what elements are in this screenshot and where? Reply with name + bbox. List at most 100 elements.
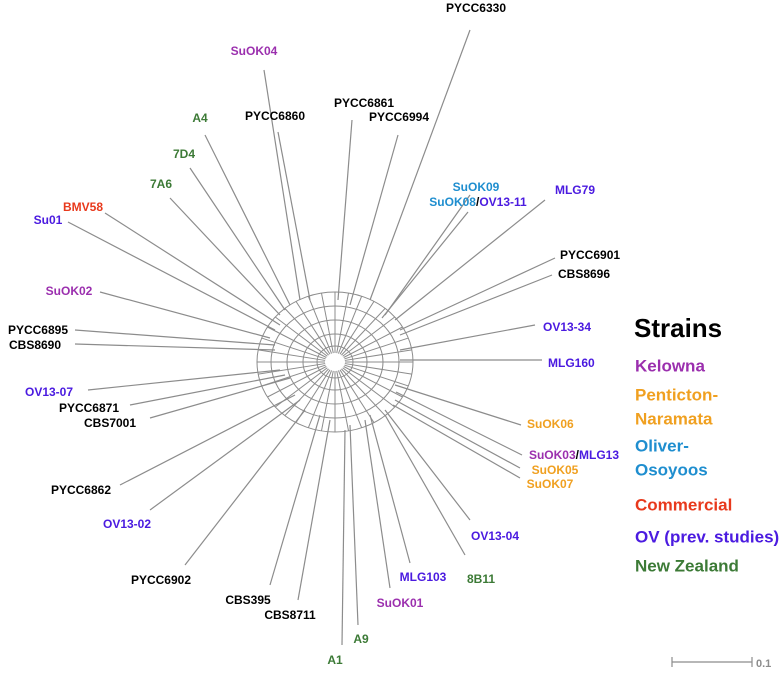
scale-bar: 0.1 [671, 657, 771, 670]
branch-pycc6901 [399, 257, 556, 331]
tip-label-pycc6901: PYCC6901 [560, 248, 620, 262]
network-split-9 [336, 370, 350, 432]
network-split-2 [344, 363, 412, 375]
branch-pycc6330 [369, 29, 471, 301]
network-split-3 [344, 364, 409, 387]
tip-label-suok08-ov13-11: SuOK08/OV13-11 [429, 195, 527, 209]
legend-item-osoyoos: Osoyoos [635, 460, 708, 479]
tip-label-8b11: 8B11 [467, 572, 495, 586]
legend-item-ov-prev-studies: OV (prev. studies) [635, 527, 779, 546]
legend-item-commercial: Commercial [635, 495, 732, 514]
tip-label-cbs8711: CBS8711 [264, 608, 316, 622]
tip-label-cbs8696: CBS8696 [558, 267, 610, 281]
tip-label-part: / [476, 195, 480, 209]
tip-label-cbs8690: CBS8690 [9, 338, 61, 352]
network-split-32 [341, 308, 386, 356]
branch-pycc6862 [119, 394, 296, 486]
tip-label-ov13-02: OV13-02 [103, 517, 151, 531]
network-split-24 [284, 308, 329, 356]
network-split-34 [343, 326, 403, 358]
tip-label-a4: A4 [192, 111, 208, 125]
network-split-6 [341, 368, 386, 416]
tip-label-mlg79: MLG79 [555, 183, 595, 197]
branch-ov13-07 [87, 369, 281, 391]
tip-label-pycc6902: PYCC6902 [131, 573, 191, 587]
tip-label-suok07: SuOK07 [527, 477, 574, 491]
branch-8b11 [384, 414, 466, 556]
branch-pycc6860 [277, 131, 311, 301]
tip-label-pycc6860: PYCC6860 [245, 109, 305, 123]
network-split-31 [339, 301, 375, 355]
branch-cbs395 [269, 414, 321, 586]
tip-label-7d4: 7D4 [173, 147, 195, 161]
network-split-18 [258, 363, 326, 375]
branch-suok06 [394, 384, 522, 426]
tip-label-cbs395: CBS395 [225, 593, 271, 607]
tip-label-pycc6994: PYCC6994 [369, 110, 429, 124]
network-split-5 [342, 367, 396, 408]
legend-item-penticton: Penticton- [635, 385, 718, 404]
tip-label-a1: A1 [327, 653, 343, 667]
branch-pycc6861 [337, 119, 353, 301]
tip-label-a9: A9 [353, 632, 369, 646]
tip-label-suok05: SuOK05 [532, 463, 579, 477]
network-split-23 [274, 316, 328, 357]
network-split-14 [284, 368, 329, 416]
network-split-35 [344, 337, 409, 360]
tip-label-ov13-07: OV13-07 [25, 385, 73, 399]
branch-pycc6895 [74, 329, 276, 346]
branch-7d4 [189, 167, 286, 311]
tip-label-su01: Su01 [34, 213, 63, 227]
scale-bar-label: 0.1 [756, 658, 771, 670]
legend-item-kelowna: Kelowna [635, 356, 705, 375]
network-split-8 [337, 370, 363, 428]
legend-item-new-zealand: New Zealand [635, 556, 739, 575]
branch-cbs8711 [297, 419, 331, 601]
tip-label-ov13-34: OV13-34 [543, 320, 591, 334]
tip-label-pycc6861: PYCC6861 [334, 96, 394, 110]
network-split-22 [267, 326, 327, 358]
branch-cbs8696 [399, 274, 553, 336]
network-split-4 [343, 366, 403, 398]
branch-ov13-34 [399, 324, 536, 351]
branch-a9 [349, 424, 359, 626]
tip-label-suok04: SuOK04 [231, 44, 278, 58]
tip-label-pycc6330: PYCC6330 [446, 1, 506, 15]
legend-item-naramata: Naramata [635, 409, 713, 428]
network-split-26 [307, 296, 333, 354]
network-split-21 [261, 337, 326, 360]
branch-a4 [204, 134, 291, 306]
branch-suok03-mlg13 [395, 391, 523, 456]
branch-mlg103 [369, 414, 411, 564]
tip-label-mlg103: MLG103 [400, 570, 447, 584]
branch-cbs8690 [74, 343, 276, 351]
branch-suok07 [392, 404, 521, 479]
tip-label-suok02: SuOK02 [46, 284, 93, 298]
branch-suok02 [99, 291, 271, 339]
tip-label-mlg160: MLG160 [548, 356, 595, 370]
tip-label-part: SuOK08 [429, 195, 476, 209]
tip-label-pycc6871: PYCC6871 [59, 401, 119, 415]
branch-suok04 [263, 69, 301, 301]
branch-mlg79 [394, 199, 546, 321]
tip-label-part: / [576, 448, 580, 462]
branch-7a6 [169, 197, 281, 316]
network-split-20 [258, 349, 326, 361]
network-split-30 [337, 296, 363, 354]
legend-item-oliver: Oliver- [635, 436, 689, 455]
network-split-33 [342, 316, 396, 357]
branch-pycc6902 [184, 409, 306, 566]
tip-label-suok03-mlg13: SuOK03/MLG13 [529, 448, 619, 462]
branch-suok09 [384, 194, 471, 316]
branch-ov13-04 [384, 409, 471, 521]
tip-label-pycc6895: PYCC6895 [8, 323, 68, 337]
network-split-12 [307, 370, 333, 428]
network-split-11 [320, 370, 334, 432]
branch-suok08-ov13-11 [381, 211, 469, 319]
branch-ov13-02 [149, 399, 301, 511]
tip-label-part: MLG13 [579, 448, 619, 462]
branch-su01 [67, 221, 276, 331]
tip-label-part: SuOK03 [529, 448, 576, 462]
